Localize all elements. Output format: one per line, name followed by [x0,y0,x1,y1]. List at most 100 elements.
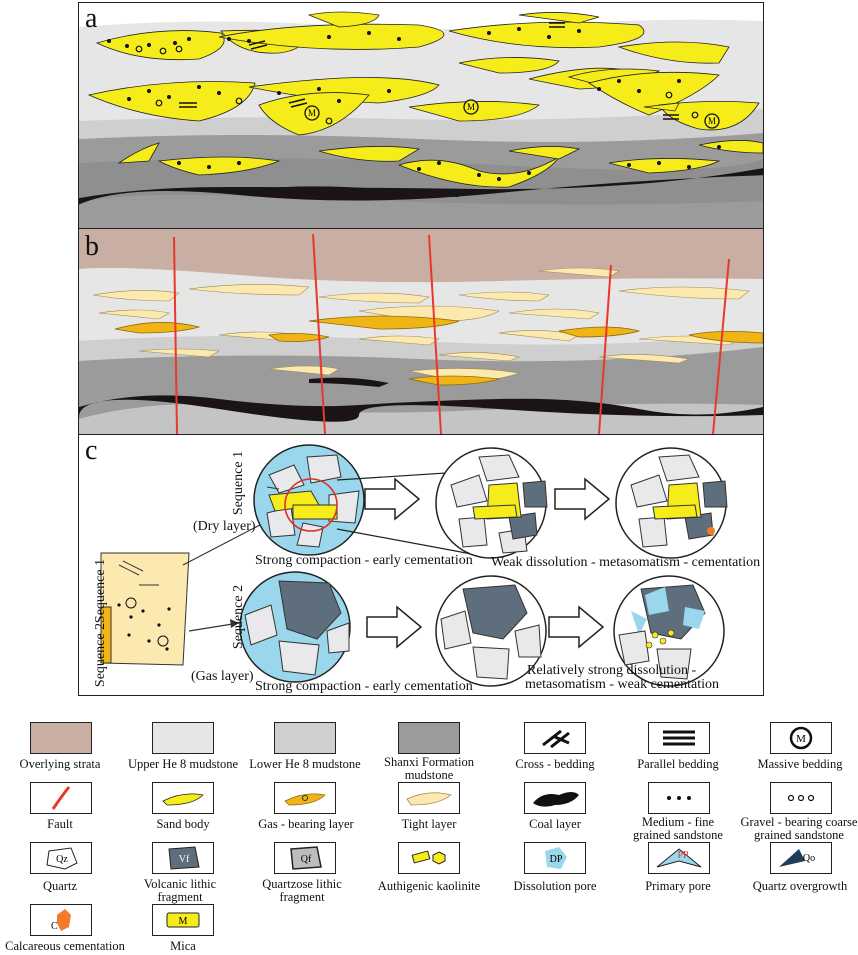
quartz-icon-text: Qz [56,854,68,865]
panel-a: M M M a [78,2,764,229]
legend-swatch-primary-pore: PP [648,842,710,874]
dissolution-icon-text: DP [550,854,563,865]
massive-bedding-icon: M [789,726,813,750]
legend-swatch-volcanic: Vf [152,842,214,874]
legend-swatch-tight-layer [398,782,460,814]
gas-layer-label: (Gas layer) [191,669,254,684]
thin-section-seq1-a [253,444,365,556]
sequence-2-core-label: Sequence 2 [93,622,109,688]
dry-layer-label: (Dry layer) [193,519,256,534]
primary-pore-icon: PP [656,848,702,868]
overgrowth-icon-text: Qo [803,853,815,864]
stage-seq1-a: Strong compaction - early cementation [255,553,473,568]
legend-swatch-coal-layer [524,782,586,814]
legend-label-sand-body: Sand body [156,817,210,831]
quartzose-icon: Qf [290,846,322,870]
legend-swatch-calcareous: C [30,904,92,936]
panel-b: b [78,228,764,435]
legend-label-parallel-bedding: Parallel bedding [637,757,719,771]
legend-label-coal-layer: Coal layer [529,817,581,831]
panel-b-label: b [85,231,99,262]
gravel-icon [787,794,815,802]
legend-label-quartzose: Quartzose lithic fragment [262,877,342,904]
coal-layer-icon [533,792,579,807]
stage-seq2-b-line2: metasomatism - weak cementation [525,677,719,692]
stage-seq2-b-line1: Relatively strong dissolution - [527,663,697,678]
legend-label-tight-layer: Tight layer [401,817,457,831]
massive-bedding-symbols: M M M [304,99,720,129]
medium-fine-icon [667,796,691,800]
parallel-bedding-icon [663,730,695,746]
massive-symbol-text: M [308,108,316,118]
thin-section-seq2-c [613,575,725,687]
panel-c-label: c [85,435,98,466]
calcareous-icon: C [51,909,71,932]
legend-label-volcanic: Volcanic lithic fragment [143,877,217,904]
volcanic-icon: Vf [168,846,200,870]
massive-symbol-text: M [708,116,716,126]
legend-label-lower-he8: Lower He 8 mudstone [249,757,361,771]
massive-symbol-text: M [467,102,475,112]
panel-c-diagenesis [100,444,728,687]
legend-swatch-gas-layer [274,782,336,814]
legend-label-quartz: Quartz [42,879,77,893]
bedding-marks [179,22,679,120]
sequence-1-core-label: Sequence 1 [93,558,109,624]
faults [173,233,730,434]
legend-swatch-quartz: Qz [30,842,92,874]
volcanic-icon-text: Vf [179,854,190,865]
grain-dots [107,27,721,181]
mica-icon-text: M [179,916,188,927]
legend-swatch-quartzose: Qf [274,842,336,874]
gas-layers [114,315,763,386]
tight-layer-icon [406,792,452,806]
legend-label-gas-layer: Gas - bearing layer [258,817,354,831]
legend-label-medium-fine: Medium - fine grained sandstone [633,815,723,842]
legend-label-kaolinite: Authigenic kaolinite [377,879,481,893]
legend-label-shanxi: Shanxi Formation mudstone [384,755,474,782]
legend-label-calcareous: Calcareous cementation [5,939,125,953]
legend-label-gravel: Gravel - bearing coarse grained sandston… [740,815,858,842]
fault-icon [51,786,71,810]
legend-swatch-overlying [30,722,92,754]
thin-section-seq2-b [435,575,547,687]
legend-swatch-overgrowth: Qo [770,842,832,874]
legend-swatch-medium-fine [648,782,710,814]
overgrowth-icon: Qo [779,849,815,867]
sequence-2-label: Sequence 2 [231,584,247,650]
legend-swatch-upper-he8 [152,722,214,754]
thin-section-seq1-b [435,447,548,559]
sequence-1-label: Sequence 1 [231,450,247,516]
panel-a-label: a [85,3,98,34]
legend-swatch-shanxi [398,722,460,754]
sand-body-icon [162,793,204,806]
gas-layer-icon [284,793,326,806]
dissolution-icon: DP [545,847,567,869]
legend-label-massive-bedding: Massive bedding [757,757,843,771]
legend-swatch-parallel-bedding [648,722,710,754]
panel-c: c Sequence 1 Sequence 2 Sequence 1 Seque… [78,434,764,696]
stage-seq2-a: Strong compaction - early cementation [255,679,473,694]
panel-b-cross-section [79,229,763,434]
legend: Overlying strata Upper He 8 mudstone Low… [0,700,858,955]
thin-section-seq2-a [239,571,351,683]
mica-icon: M [166,912,200,928]
panel-a-cross-section: M M M [79,3,763,228]
quartz-icon: Qz [46,847,78,870]
sand-bodies [87,11,763,188]
quartzose-icon-text: Qf [301,854,312,865]
legend-swatch-dissolution: DP [524,842,586,874]
legend-swatch-sand-body [152,782,214,814]
legend-swatch-fault [30,782,92,814]
kaolinite-icon [411,850,446,865]
legend-label-overgrowth: Quartz overgrowth [752,879,848,893]
legend-label-upper-he8: Upper He 8 mudstone [127,757,239,771]
legend-label-fault: Fault [47,817,73,831]
legend-label-overlying: Overlying strata [19,757,101,771]
calcareous-icon-text: C [51,921,58,932]
stage-seq1-b: Weak dissolution - metasomatism - cement… [491,555,761,570]
legend-label-dissolution: Dissolution pore [513,879,597,893]
legend-label-primary-pore: Primary pore [645,879,711,893]
legend-swatch-kaolinite [398,842,460,874]
legend-swatch-lower-he8 [274,722,336,754]
